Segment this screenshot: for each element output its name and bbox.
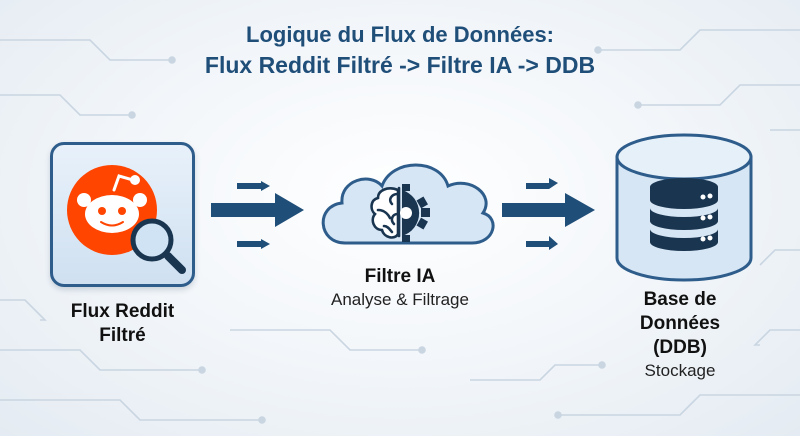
ddb-label-line-2: Données: [639, 313, 721, 334]
title-line-2: Flux Reddit Filtré -> Filtre IA -> DDB: [204, 52, 596, 78]
arrow-icon: [502, 178, 595, 250]
ddb-node-label: Base de Données (DDB) Stockage: [605, 288, 755, 382]
brain-icon: [370, 186, 401, 239]
gear-icon: [400, 184, 430, 242]
filter-description: Analyse & Filtrage: [331, 290, 469, 309]
magnifier-icon: [130, 218, 186, 274]
arrow-icon: [211, 181, 304, 249]
database-icon: [615, 133, 753, 282]
reddit-label-line-2: Filtré: [99, 325, 146, 346]
reddit-label-line-1: Flux Reddit: [70, 301, 175, 322]
filter-name: Filtre IA: [364, 266, 436, 287]
reddit-node-label: Flux Reddit Filtré: [40, 300, 205, 348]
title-line-1: Logique du Flux de Données:: [246, 22, 554, 47]
ddb-label-line-3: (DDB): [653, 337, 707, 358]
ddb-label-line-1: Base de: [643, 289, 717, 310]
ddb-description: Stockage: [644, 361, 716, 380]
filter-node-label: Filtre IA Analyse & Filtrage: [300, 265, 500, 311]
